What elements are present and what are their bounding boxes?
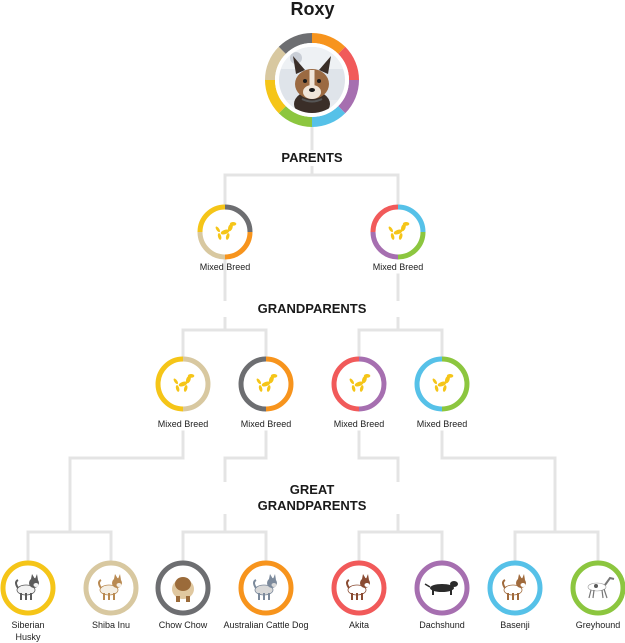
parent-label-1: Mixed Breed [170,261,280,273]
grandparent-node-1[interactable] [156,357,211,412]
grandparent-node-2[interactable] [239,357,294,412]
great-grandparent-node-4[interactable] [239,561,294,616]
parent-label-2: Mixed Breed [343,261,453,273]
subject-node[interactable] [270,38,354,122]
great-grandparent-node-3[interactable] [156,561,211,616]
great-grandparent-node-6[interactable] [415,561,470,616]
great-grandparents-heading: GREAT GRANDPARENTS [212,482,412,514]
grandparent-node-3[interactable] [332,357,387,412]
parents-row [198,205,426,260]
great-grandparents-row [1,561,625,616]
parent-node-1[interactable] [198,205,253,260]
great-grandparent-node-5[interactable] [332,561,387,616]
dog-name: Roxy [0,0,625,18]
great-grandparents-heading-line1: GREAT [290,482,335,497]
great-grandparent-node-2[interactable] [84,561,139,616]
great-grandparent-node-7[interactable] [488,561,543,616]
parent-node-2[interactable] [371,205,426,260]
parents-heading: PARENTS [212,150,412,166]
great-grandparents-heading-line2: GRANDPARENTS [258,498,367,513]
great-grandparent-node-8[interactable] [571,561,625,616]
great-grandparent-node-1[interactable] [1,561,56,616]
grandparents-row [156,357,470,412]
grandparents-heading-text: GRANDPARENTS [258,301,367,316]
grandparent-label-4: Mixed Breed [387,418,497,430]
great-grandparent-label-8: Greyhound [543,619,625,631]
grandparents-heading: GRANDPARENTS [212,301,412,317]
parents-heading-text: PARENTS [281,150,342,165]
grandparent-node-4[interactable] [415,357,470,412]
